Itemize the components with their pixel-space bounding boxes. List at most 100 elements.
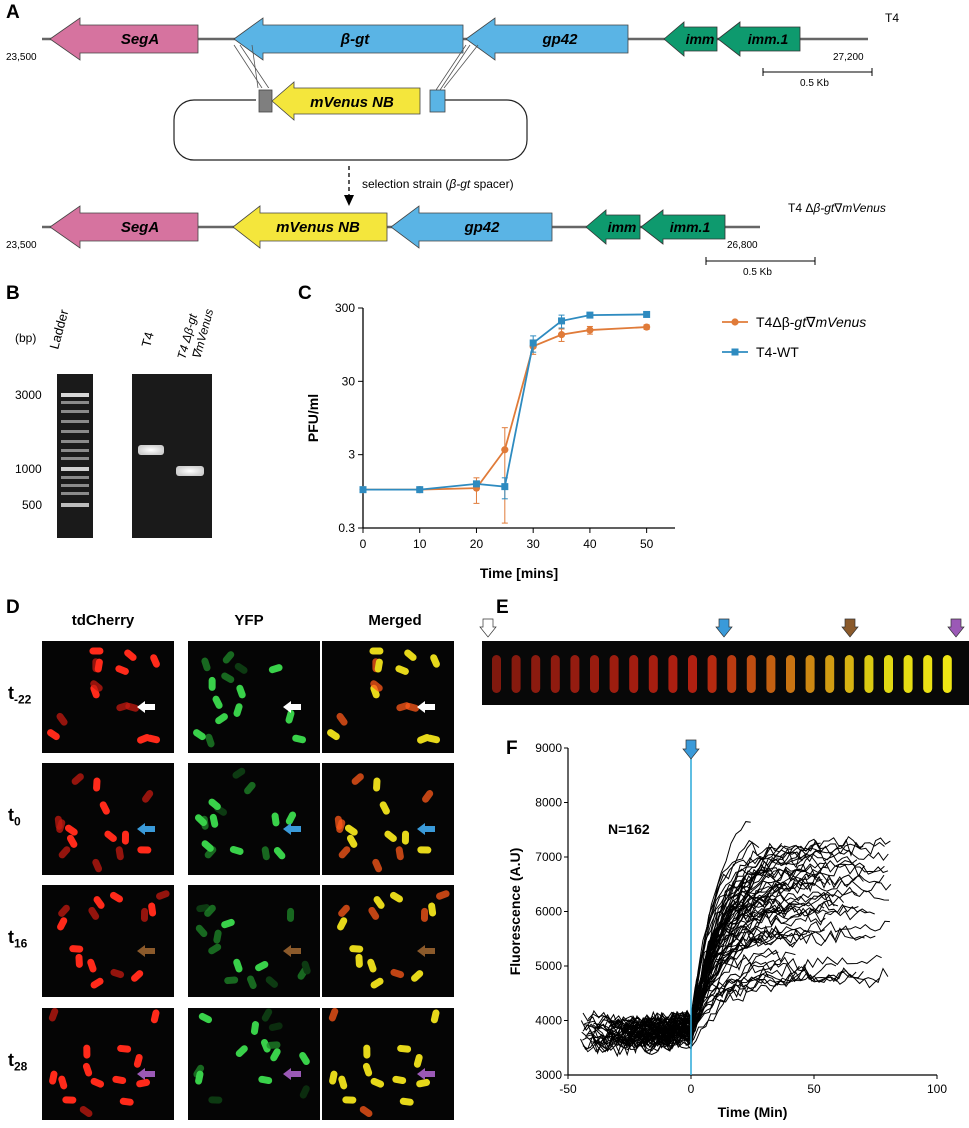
cell (116, 702, 131, 712)
f-trace (608, 949, 796, 1032)
cell (390, 968, 405, 979)
c-point (501, 446, 509, 454)
cell (392, 1075, 407, 1085)
cell (57, 917, 68, 931)
cell (396, 702, 411, 712)
gene-label-imm-top: imm (686, 31, 715, 47)
c-point (558, 317, 566, 325)
cell-pointer-arrow-icon (417, 945, 435, 957)
c-point (359, 486, 367, 494)
homology-arm-right (429, 89, 446, 113)
panel-label-c: C (298, 283, 312, 304)
c-legend-label-1: T4-WT (756, 344, 799, 360)
gene-arrow-imm1-top (717, 21, 801, 57)
cell (261, 846, 270, 861)
cell (62, 1096, 77, 1104)
panel-label-b: B (6, 283, 20, 304)
cell (233, 703, 243, 717)
cell (58, 1075, 68, 1090)
cell (99, 801, 110, 815)
gel-image-ladder (57, 374, 93, 538)
micrograph-r0-c0 (42, 641, 174, 753)
micrograph-r1-c1 (188, 763, 320, 875)
cell (355, 953, 363, 968)
gel-label-ladder: Ladder (46, 307, 71, 351)
strain-label-t4: T4 (885, 11, 899, 25)
cell (336, 819, 346, 833)
cell (247, 975, 257, 989)
cell (117, 1044, 132, 1053)
cell (430, 654, 440, 668)
micrograph-r3-c2 (322, 1008, 454, 1120)
gene-label-imm1-bottom: imm.1 (670, 219, 711, 235)
cell (258, 1075, 273, 1085)
cell (337, 917, 348, 931)
cell (88, 906, 100, 920)
gene-arrow-bgt (233, 17, 464, 61)
cell (195, 1070, 204, 1085)
cell (349, 945, 364, 953)
cell-pointer-arrow-icon (417, 1068, 435, 1080)
f-trace (609, 842, 821, 1035)
cell-pointer-arrow-icon (137, 701, 155, 713)
cell (201, 840, 214, 852)
timelapse-cell-frame (786, 655, 795, 693)
gene-label-mvenus: mVenus NB (276, 219, 360, 236)
cell (374, 658, 383, 673)
coord-bottom-right: 26,800 (727, 240, 758, 251)
cell-pointer-arrow-icon (137, 1068, 155, 1080)
cell (395, 665, 409, 675)
strain-label-mutant: T4 Δβ-gt∇mVenus (788, 201, 886, 215)
cell (56, 819, 66, 833)
f-y-tick-label: 5000 (535, 959, 562, 973)
time-label-row-1: t0 (8, 805, 21, 829)
cell (49, 1070, 58, 1085)
micrograph-r2-c1 (188, 885, 320, 997)
gene-arrow-gp42-bottom (390, 205, 553, 249)
cell (89, 647, 104, 655)
cell (131, 970, 144, 982)
c-point (472, 480, 480, 488)
cell (369, 647, 384, 655)
cell (212, 695, 223, 709)
gene-arrow-gp42-top (465, 17, 629, 61)
cell (236, 684, 246, 699)
f-x-tick-label: -50 (559, 1082, 577, 1096)
cell (299, 1085, 310, 1099)
c-y-tick-label: 3 (348, 448, 355, 462)
cell (370, 680, 383, 692)
cell (64, 824, 78, 836)
coord-top-right: 27,200 (833, 52, 864, 63)
gene-label-bgt: β-gt (340, 31, 370, 48)
cell (115, 846, 124, 861)
cell (208, 798, 221, 811)
c-legend-marker-0 (731, 318, 739, 326)
cell (422, 790, 434, 803)
cell (194, 814, 208, 827)
f-trace (582, 967, 889, 1055)
time-label-row-0: t-22 (8, 683, 32, 707)
panel-label-e: E (496, 597, 509, 618)
timelapse-cell-frame (727, 655, 737, 693)
cell (119, 1097, 134, 1106)
timelapse-cell-frame (668, 655, 678, 693)
cell (140, 907, 149, 922)
f-trace (626, 902, 825, 1038)
f-trace (638, 839, 885, 1037)
c-x-tick-label: 0 (360, 537, 367, 551)
micrograph-r0-c2 (322, 641, 454, 753)
cell (233, 958, 243, 973)
cell (235, 1045, 248, 1058)
cell (379, 801, 390, 815)
cell (133, 1053, 143, 1068)
cell-pointer-arrow-icon (137, 823, 155, 835)
cell (112, 1075, 127, 1085)
f-y-tick-label: 7000 (535, 850, 562, 864)
gel-band-mutant (176, 466, 204, 476)
cell (109, 891, 123, 903)
c-point (501, 483, 509, 491)
time-label-row-3: t28 (8, 1050, 28, 1074)
cell (417, 734, 431, 744)
time-label-row-2: t16 (8, 927, 28, 951)
